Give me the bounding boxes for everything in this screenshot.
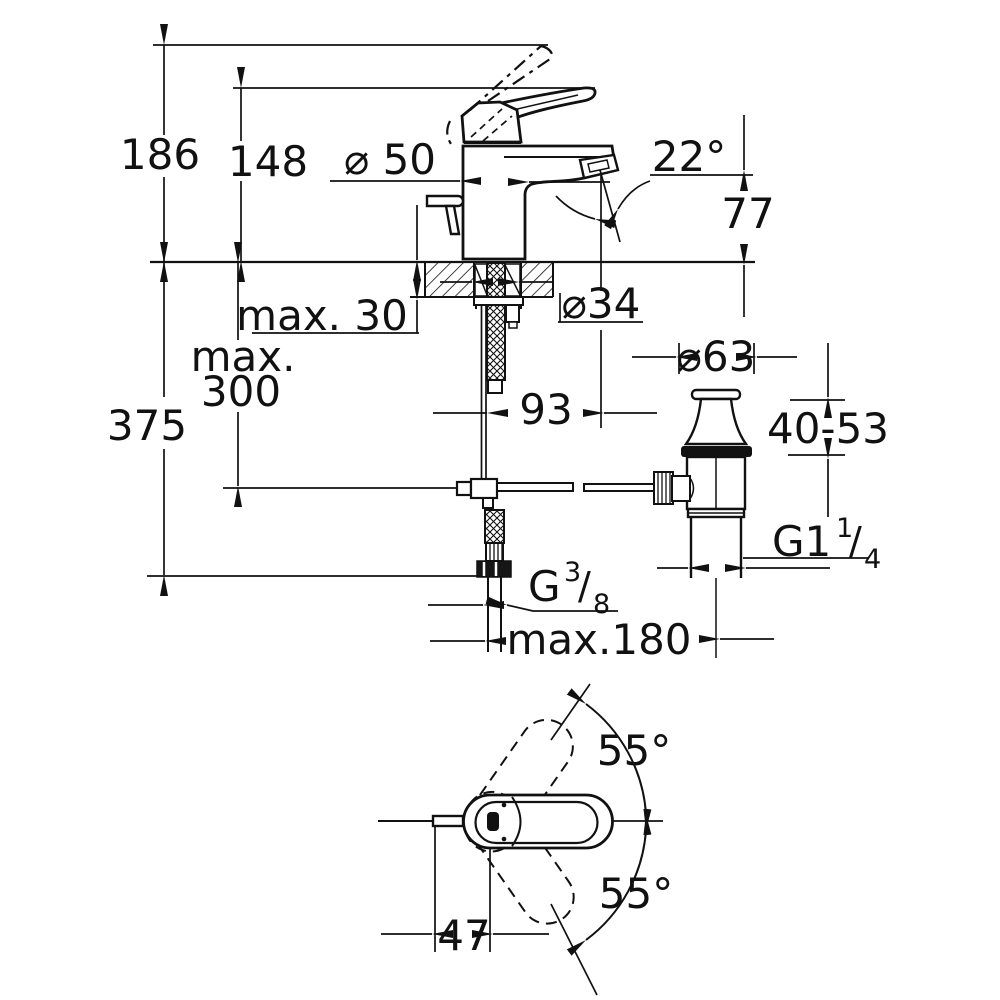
supply-tube [487, 577, 502, 652]
label-total-height: 186 [120, 130, 200, 179]
waste-tailpipe [689, 517, 743, 578]
dimension-lines [147, 24, 868, 952]
rod-clevis-body [469, 477, 499, 500]
top-view [378, 683, 663, 996]
label-depth-below: 375 [107, 401, 187, 450]
mounting-washer [473, 296, 524, 306]
handle-logo-dot [487, 812, 499, 831]
waste-knob [653, 471, 674, 505]
label-g38-slash: / [578, 564, 591, 608]
label-handle-offset: 47 [437, 911, 490, 960]
label-hose-max-offset: max.180 [506, 615, 691, 664]
label-g114-sup: 1 [836, 513, 853, 544]
waste-flare [683, 397, 749, 446]
waste-knob-joint [671, 475, 691, 502]
popup-knob-bar [425, 194, 465, 208]
braided-hose-lower [484, 509, 505, 544]
deck-hatch-left [425, 263, 474, 297]
swivel-arc-upper [566, 688, 652, 836]
hose-nut [476, 560, 512, 578]
washer-tabs [475, 305, 522, 309]
arc-22-left [555, 195, 617, 229]
label-deck-thickness: max. 30 [236, 291, 408, 340]
ext-4053 [788, 399, 845, 456]
hose-nut-highlights [482, 562, 498, 576]
label-supply-thread: G 3 / 8 [528, 557, 610, 620]
label-swivel-upper: 55° [597, 726, 671, 775]
popup-rod [455, 305, 655, 509]
label-waste-height-range: 40-53 [767, 404, 889, 453]
label-g38-sub: 8 [593, 589, 610, 620]
dome-ghost-lines [470, 108, 513, 142]
waste-cap [690, 388, 742, 401]
label-spout-height: 77 [721, 189, 774, 238]
popup-rod-vertical [480, 305, 487, 481]
horizontal-rod-left [496, 482, 574, 492]
label-g114-base: G1 [772, 517, 831, 566]
label-rod-max-2: 300 [201, 367, 281, 416]
hose-knurl [485, 542, 504, 562]
mounting-wedge [474, 263, 488, 297]
rod-stub-below [482, 497, 494, 509]
faucet-body [425, 144, 620, 261]
label-lever-height: 148 [228, 137, 308, 186]
leader-d34 [558, 293, 643, 323]
braided-hose-upper [486, 262, 506, 381]
water-angle-line [599, 169, 621, 243]
rod-tab [431, 814, 465, 828]
label-g114-slash: / [849, 519, 862, 563]
label-g38-base: G [528, 562, 561, 611]
label-waste-diameter: ⌀63 [677, 332, 756, 381]
supply-hose-end [476, 509, 512, 652]
rod-clevis-small [455, 480, 473, 497]
arc-22-right [604, 180, 651, 230]
dimension-labels: 186 148 375 max. 300 max. 30 ⌀ 50 22° 77… [107, 130, 889, 960]
aerator [578, 153, 620, 180]
label-spout-reach: 93 [519, 385, 572, 434]
aerator-inner [587, 159, 610, 173]
lever-dome [460, 100, 523, 144]
label-waste-thread: G1 1 / 4 [772, 513, 881, 575]
label-body-diameter: ⌀ 50 [344, 135, 436, 184]
popup-knob-drop [444, 204, 461, 236]
drain-valve [653, 388, 752, 658]
label-swivel-lower: 55° [599, 869, 673, 918]
handle-dot-lower [501, 836, 507, 842]
label-hole-diameter: ⌀34 [562, 279, 641, 328]
horizontal-rod-right [583, 483, 655, 492]
swivel-arc-lower [566, 808, 652, 956]
mounting-stud-tip [508, 321, 518, 329]
underline-g38-arrow [485, 596, 618, 612]
waste-seal-ring [681, 446, 752, 457]
lever-raised-ghost [446, 44, 555, 145]
mounting-stud [505, 304, 520, 323]
hose-stub [487, 379, 503, 394]
label-g38-sup: 3 [564, 557, 581, 588]
deck-section [150, 260, 755, 298]
waste-joint-arc [689, 477, 695, 500]
handle-dot-upper [501, 802, 507, 808]
lever-handle [446, 44, 597, 145]
deck-hatch-right [521, 263, 553, 297]
handle-ghost-lower [464, 790, 575, 925]
label-rod-max-1: max. [191, 332, 296, 381]
label-g114-sub: 4 [864, 544, 881, 575]
label-spout-angle: 22° [652, 132, 726, 181]
